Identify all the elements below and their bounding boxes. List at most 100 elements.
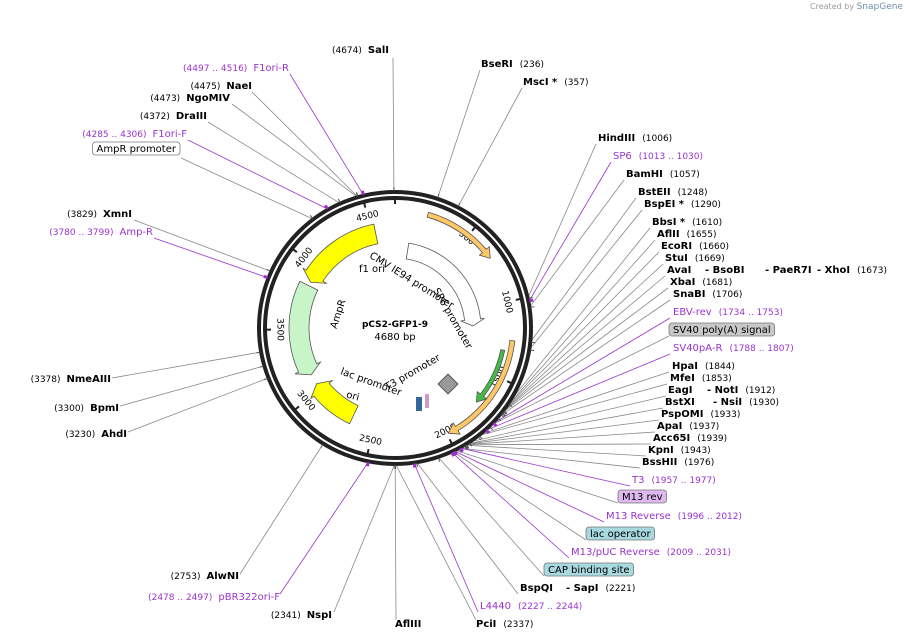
label-name: EBV-rev [673, 307, 712, 318]
tick-mark [515, 297, 523, 301]
label-name: Amp-R [120, 227, 154, 238]
label-line [187, 139, 328, 210]
label-line [454, 449, 619, 504]
site-mark [528, 298, 534, 303]
label-line [486, 353, 671, 431]
tick-label: 3500 [274, 318, 284, 341]
label-nmeaiii: NmeAIII(3378) [31, 374, 111, 385]
label-line [502, 251, 660, 412]
tick-label: 1000 [499, 290, 514, 315]
site-mark [324, 204, 329, 210]
site-mark [457, 202, 461, 207]
label-name: F1ori-F [153, 129, 188, 140]
label-position: (2753) [171, 572, 201, 582]
label-l4440: L4440(2227 .. 2244) [480, 601, 582, 612]
label-line [333, 463, 396, 613]
label-name: L4440 [480, 601, 511, 612]
label-position: (3230) [65, 430, 95, 440]
label-m13-rev: M13 rev [617, 489, 667, 504]
label-line [528, 161, 612, 301]
label-bstxi: BstXI [665, 397, 695, 408]
label-line [436, 69, 481, 199]
label-line [207, 121, 341, 204]
label-ngomiv: NgoMIV(4473) [150, 93, 230, 104]
label-paer7i: - PaeR7I [765, 265, 812, 276]
label-name: Acc65I [653, 433, 690, 444]
site-mark [530, 349, 535, 352]
label-naei: NaeI(4475) [190, 81, 252, 92]
label-position: (1939) [697, 434, 727, 444]
tick-mark [362, 200, 367, 208]
cmv-ie94-promoter-feature [405, 242, 485, 327]
label-f1ori-r: F1ori-R(4497 .. 4516) [183, 63, 289, 74]
site-mark [503, 410, 508, 414]
site-mark [502, 412, 506, 416]
site-mark [508, 403, 513, 407]
label-name: NgoMIV [186, 93, 230, 104]
tick-mark [506, 380, 514, 386]
site-marks [256, 187, 536, 470]
credit-prefix: Created by [810, 2, 855, 11]
label-line [413, 463, 479, 613]
site-mark [355, 192, 358, 197]
label-position: (1655) [687, 230, 717, 240]
label-sp6: SP6(1013 .. 1030) [613, 151, 703, 162]
label-bpmi: BpmI(3300) [54, 403, 119, 414]
m13-block [425, 394, 429, 408]
site-mark [450, 451, 456, 457]
features [288, 211, 516, 435]
label-name: M13/pUC Reverse [571, 547, 660, 558]
site-mark [263, 274, 269, 280]
sv40-box [437, 373, 459, 395]
label-name: - PaeR7I [765, 265, 812, 276]
label-name: - XhoI [817, 265, 850, 276]
cmv-promoter-arc [426, 211, 491, 259]
label-position: (4674) [332, 46, 362, 56]
site-mark [309, 214, 314, 219]
label-sali: SalI(4674) [332, 45, 389, 56]
label-name: BstXI [665, 397, 695, 408]
ampr-feature [288, 280, 322, 376]
label-position: (2009 .. 2031) [667, 548, 731, 558]
site-mark [320, 444, 324, 449]
label-position: (1943) [681, 446, 711, 456]
label-f1ori-f: F1ori-F (4285 .. 4306) [82, 129, 187, 140]
label-cap-binding-site: CAP binding site [543, 562, 634, 577]
label-name: BbsI * [652, 217, 686, 228]
label-line [477, 383, 668, 437]
label-line [468, 395, 667, 443]
site-mark [479, 435, 483, 440]
snapgene-logo: SnapGene [856, 2, 903, 12]
label-name: SV40 poly(A) signal [673, 325, 771, 336]
label-draiii: DraIII(4372) [140, 111, 207, 122]
label-line [111, 351, 262, 379]
label-line [501, 263, 664, 413]
label-position: (4285 .. 4306) [82, 130, 146, 140]
label-line [464, 443, 652, 446]
label-box [668, 322, 776, 337]
label-line [127, 377, 269, 433]
label-name: SP6 [613, 151, 632, 162]
site-mark [437, 457, 441, 462]
label-name: EagI [668, 385, 692, 396]
label-line [489, 335, 670, 427]
label-name: BseRI [481, 59, 513, 70]
label-stui: StuI(1669) [665, 253, 725, 264]
label-ahdi: AhdI(3230) [65, 429, 127, 440]
label-lac-operator: lac operator [585, 526, 655, 541]
label-name: AmpR promoter [97, 144, 177, 155]
tick-mark [366, 448, 370, 457]
label-name: - SapI [566, 583, 598, 594]
label-noti: - NotI(1912) [707, 385, 775, 396]
label-position: (1669) [695, 254, 725, 264]
label-position: (4372) [140, 112, 170, 122]
label-position: (3780 .. 3799) [49, 228, 113, 238]
site-mark [465, 444, 469, 449]
label-position: (1681) [702, 278, 732, 288]
lac-operator-block [416, 397, 422, 411]
label-name: PspOMI [661, 409, 703, 420]
label-line [416, 462, 519, 595]
label-name: XmnI [103, 209, 132, 220]
label-line [133, 219, 272, 272]
site-mark [437, 193, 440, 198]
